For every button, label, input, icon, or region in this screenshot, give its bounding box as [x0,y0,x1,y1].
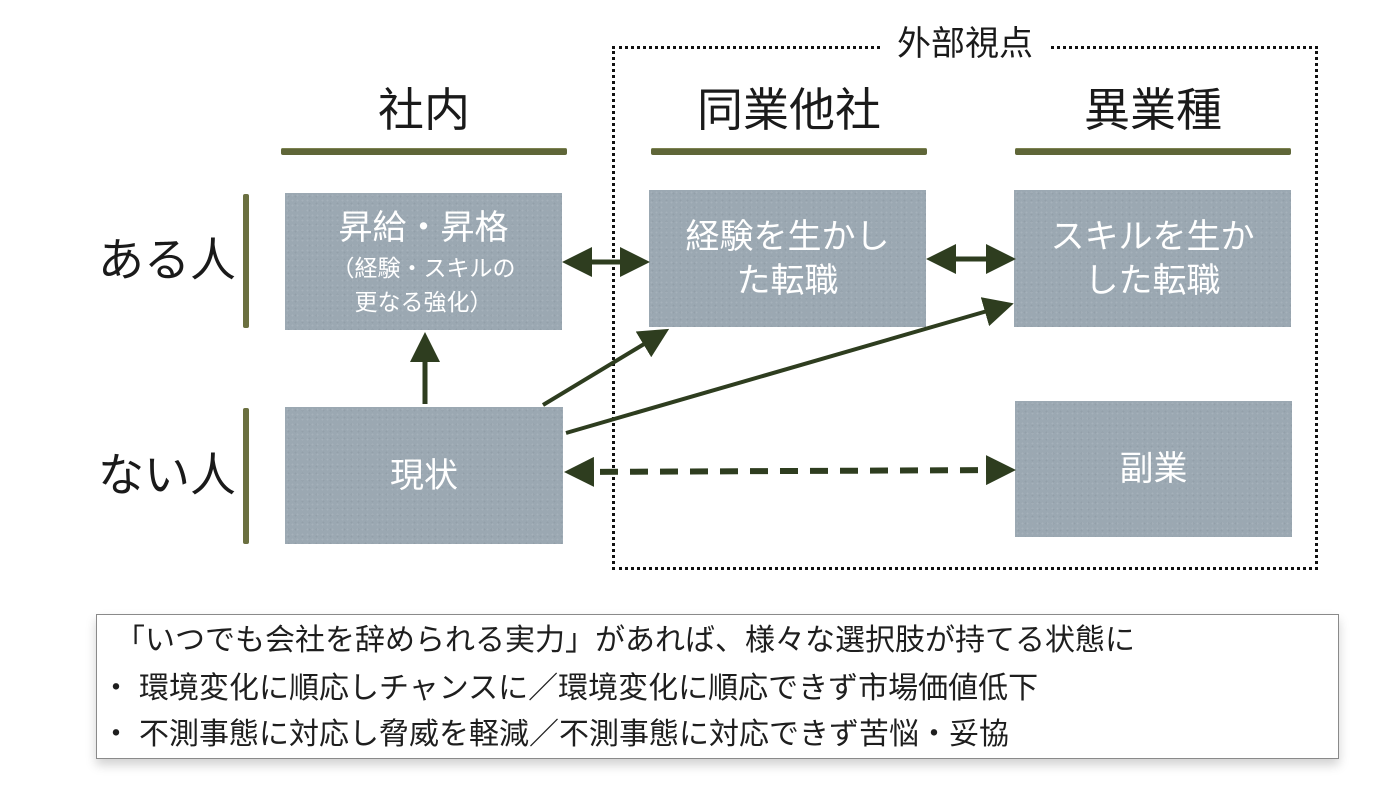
box-side-job: 副業 [1015,401,1292,537]
summary-lead: 「いつでも会社を辞められる実力」があれば、様々な選択肢が持てる状態に [115,623,1135,658]
row-rule-have [243,194,249,328]
summary-panel: 「いつでも会社を辞められる実力」があれば、様々な選択肢が持てる状態に ・環境変化… [96,614,1339,759]
summary-item-1: ・環境変化に順応しチャンスに／環境変化に順応できず市場価値低下 [101,667,1038,711]
column-header-other-industry: 異業種 [1084,83,1222,137]
box-promotion-sub1: （経験・スキルの [331,255,516,282]
external-perspective-label: 外部視点 [880,22,1050,66]
summary-item-2-text: 不測事態に対応し脅威を軽減／不測事態に対応できず苦悩・妥協 [139,717,1009,752]
column-underline-same-industry [651,148,927,155]
column-underline-internal [281,148,567,155]
bullet-2: ・ [101,717,131,752]
box-job-change-experience: 経験を生かし た転職 [649,190,926,327]
row-header-have: ある人 [98,233,236,287]
column-header-internal: 社内 [378,83,470,137]
box-current: 現状 [285,407,563,544]
box-promotion-sub2: 更なる強化） [354,289,493,316]
column-header-same-industry: 同業他社 [697,83,881,137]
box-job-change-skill-line2: した転職 [1084,260,1221,301]
box-promotion: 昇給・昇格 （経験・スキルの 更なる強化） [285,193,562,330]
box-job-change-experience-line2: た転職 [736,260,839,301]
summary-item-1-text: 環境変化に順応しチャンスに／環境変化に順応できず市場価値低下 [139,671,1039,706]
box-current-label: 現状 [390,455,458,496]
box-job-change-experience-line1: 経験を生かし [685,216,890,257]
summary-item-2: ・不測事態に対応し脅威を軽減／不測事態に対応できず苦悩・妥協 [101,713,1009,757]
bullet-1: ・ [101,671,131,706]
column-underline-other-industry [1015,148,1291,155]
row-rule-not-have [243,408,249,544]
box-side-job-label: 副業 [1119,449,1188,489]
box-promotion-title: 昇給・昇格 [338,207,509,248]
row-header-not-have: ない人 [98,448,236,502]
box-job-change-skill: スキルを生か した転職 [1014,190,1291,327]
box-job-change-skill-line1: スキルを生か [1050,216,1255,257]
